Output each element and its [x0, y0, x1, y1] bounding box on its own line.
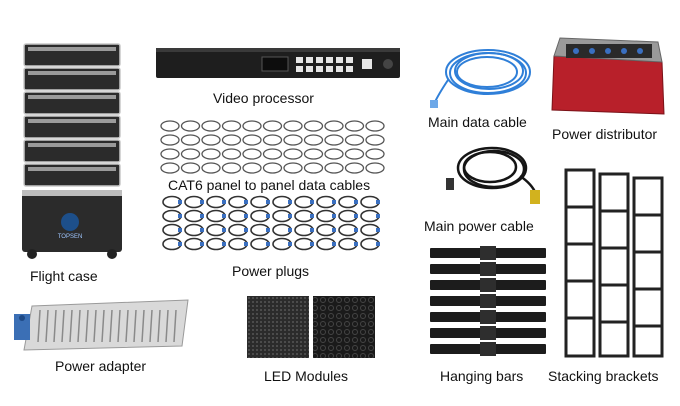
stacking-brackets-label: Stacking brackets [548, 368, 659, 384]
led-modules-image [247, 296, 375, 358]
power-distributor-label: Power distributor [552, 126, 658, 142]
main-power-cable-image [440, 140, 550, 206]
video-processor-image [156, 44, 400, 84]
power-adapter-image [12, 296, 192, 352]
hanging-bars-label: Hanging bars [440, 368, 524, 384]
flight-case-image: TOPSEN [18, 40, 126, 262]
cat6-cables-image [158, 118, 388, 176]
cat6-label: CAT6 panel to panel data cables [168, 177, 371, 193]
main-data-cable-label: Main data cable [428, 114, 527, 130]
power-plugs-label: Power plugs [232, 263, 310, 279]
main-data-cable-image [428, 40, 538, 110]
stacking-brackets-image [558, 164, 674, 364]
power-plugs-image [158, 194, 388, 254]
power-distributor-image [548, 34, 670, 120]
video-processor-label: Video processor [213, 90, 314, 106]
power-adapter-label: Power adapter [55, 358, 147, 374]
svg-text:TOPSEN: TOPSEN [58, 234, 83, 240]
led-modules-label: LED Modules [264, 368, 349, 384]
flight-case-label: Flight case [30, 268, 98, 284]
main-power-cable-label: Main power cable [424, 218, 534, 234]
hanging-bars-image [426, 244, 550, 364]
